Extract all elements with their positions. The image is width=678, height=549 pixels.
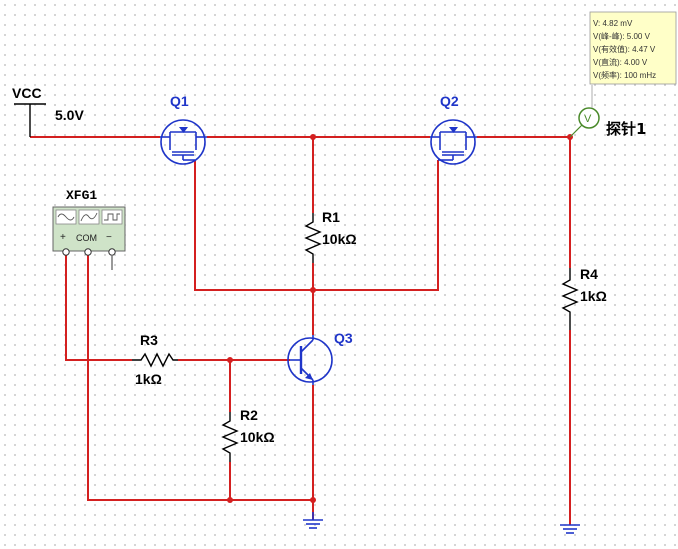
q3-collector	[300, 339, 314, 353]
sine-wave-icon	[57, 213, 75, 221]
probe-reading: V(峰-峰): 5.00 V	[593, 31, 651, 41]
probe-label: 探针1	[606, 120, 646, 138]
q1-diode	[179, 127, 188, 133]
q3-label: Q3	[334, 330, 353, 346]
terminal-com[interactable]	[84, 248, 92, 256]
r3-zigzag	[132, 352, 178, 368]
wires	[30, 136, 571, 525]
r1-resistor[interactable]: R1 10kΩ	[304, 209, 357, 263]
q1-mosfet[interactable]: Q1	[160, 93, 207, 165]
r4-value: 1kΩ	[580, 288, 607, 304]
q3-emitter-arrow	[305, 373, 313, 380]
r1-value: 10kΩ	[322, 231, 357, 247]
terminal-plus-label: +	[60, 232, 66, 243]
wire-com-bottom	[87, 255, 313, 501]
r4-zigzag	[561, 268, 579, 330]
ground-r4[interactable]	[560, 524, 580, 534]
q2-diode	[449, 127, 458, 133]
junction-dot	[227, 497, 233, 503]
junction-dot	[310, 287, 316, 293]
q3-npn-transistor[interactable]: Q3	[287, 330, 353, 385]
r2-name: R2	[240, 407, 258, 423]
junctions	[227, 134, 573, 503]
q2-label: Q2	[440, 93, 459, 109]
junction-dot	[310, 134, 316, 140]
square-wave-button[interactable]	[101, 209, 123, 225]
q1-body	[160, 119, 206, 165]
voltage-probe[interactable]: V V: 4.82 mV V(峰-峰): 5.00 V V(有效值): 4.47…	[569, 11, 677, 138]
r2-zigzag	[221, 412, 239, 462]
probe-reading: V: 4.82 mV	[593, 19, 633, 28]
wire-q2-r4	[477, 136, 571, 268]
ground-q3[interactable]	[303, 512, 323, 529]
wire-gate-loop	[194, 160, 439, 291]
probe-lead	[569, 124, 583, 138]
probe-reading: V(有效值): 4.47 V	[593, 44, 656, 54]
junction-dot	[227, 357, 233, 363]
terminal-minus-label: −	[106, 232, 112, 243]
q3-body	[287, 337, 333, 383]
r1-name: R1	[322, 209, 340, 225]
terminal-com-label: COM	[76, 233, 97, 243]
r3-value: 1kΩ	[135, 371, 162, 387]
probe-reading: V(直流): 4.00 V	[593, 57, 648, 67]
probe-reading: V(频率): 100 mHz	[593, 70, 656, 80]
triangle-wave-icon	[80, 212, 98, 222]
q2-mosfet[interactable]: Q2	[430, 93, 477, 165]
wire-plus-r3	[65, 255, 132, 361]
q1-label: Q1	[170, 93, 189, 109]
square-wave-icon	[104, 213, 120, 221]
r4-name: R4	[580, 266, 598, 282]
generator-name: XFG1	[66, 188, 97, 203]
vcc-label: VCC	[12, 85, 42, 101]
probe-symbol: V	[584, 113, 592, 125]
r4-resistor[interactable]: R4 1kΩ	[561, 266, 607, 330]
terminal-plus[interactable]	[62, 248, 70, 256]
r2-value: 10kΩ	[240, 429, 275, 445]
probe-icon	[578, 107, 600, 129]
r3-resistor[interactable]: R3 1kΩ	[132, 332, 178, 387]
probe-reading-box	[589, 11, 677, 85]
q2-body	[430, 119, 476, 165]
r1-zigzag	[304, 213, 322, 263]
vcc-source[interactable]: VCC 5.0V	[12, 85, 84, 137]
r3-name: R3	[140, 332, 158, 348]
vcc-voltage: 5.0V	[55, 107, 84, 123]
r2-resistor[interactable]: R2 10kΩ	[221, 407, 275, 462]
terminal-minus[interactable]	[108, 248, 116, 256]
junction-dot	[310, 497, 316, 503]
function-generator[interactable]: XFG1 + COM −	[52, 188, 126, 270]
